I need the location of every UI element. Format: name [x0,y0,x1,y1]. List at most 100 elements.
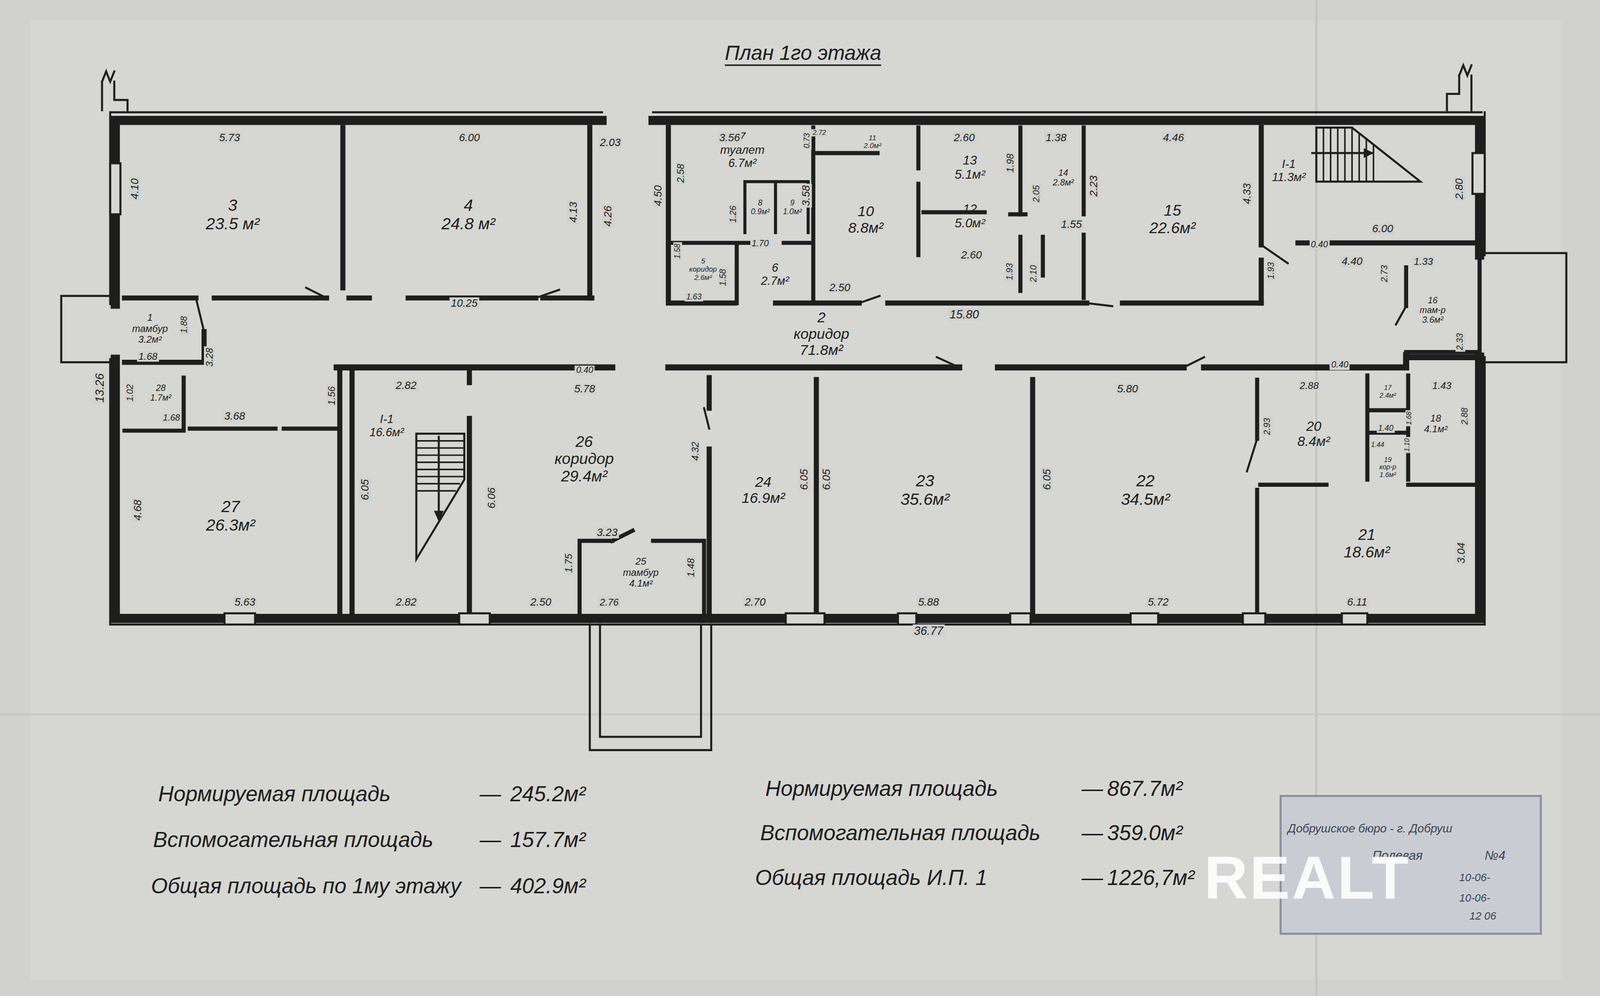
room: 142.8м² [1045,146,1082,210]
room: 62.7м² [738,250,812,300]
dimension-label: 5.73 [217,131,242,144]
dimension-label: 1.56 [326,385,337,407]
dimension-label: 1.68 [161,413,182,424]
dimension-label: 6.06 [485,486,498,511]
room: 2коридор71.8м² [703,304,939,364]
room-area: 3.2м² [138,333,162,345]
room-number: 21 [1358,526,1376,544]
room-number: 1 [147,312,153,323]
room-area: 34.5м² [1121,489,1171,509]
dimension-label: 4.26 [602,204,614,229]
room: 172.4м² [1369,375,1406,408]
dimension-label: 1.40 [1376,424,1395,434]
room-number: 23 [915,471,935,490]
room: 184.1м² [1410,398,1462,450]
room-name: там-р [1419,305,1446,315]
dimension-label: 4.33 [1241,182,1253,206]
stamp-text: 10-06- [1459,892,1491,904]
dimension-label: 2.58 [675,162,686,185]
room: 26коридор29.4м² [474,387,695,531]
watermark: REALT [1204,844,1411,911]
area-summary: Общая площадь И.П. 1 [754,865,988,890]
room-area: 2.7м² [760,274,790,288]
room-area: 2.6м² [694,273,712,282]
dimension-label: 10.25 [449,297,479,310]
room: 1522.6м² [1086,142,1259,296]
dimension-label: 1.68 [136,350,159,362]
room-number: 10 [857,202,874,220]
room-number: 3 [227,195,238,215]
room-number: 5 [700,257,705,266]
room-area: 8.8м² [848,219,884,237]
dimension-label: 1.93 [1005,261,1015,282]
room: 108.8м² [816,163,916,276]
room-area: 4.1м² [1423,423,1448,435]
room-number: 17 [1383,384,1392,392]
dimension-label: 1.63 [684,292,703,302]
dimension-label: 1.58 [718,267,729,288]
dimension-label: 4.68 [131,498,144,523]
dimension-label: 1.98 [1004,152,1016,175]
dimension-label: 36.77 [912,624,945,637]
dimension-label: 15.80 [948,307,981,321]
room-name: тамбур [623,567,659,578]
dimension-label: 6.05 [798,467,810,492]
room-area: 5.0м² [954,216,986,231]
dimension-label: 2.03 [598,136,623,149]
room-area: 11.3м² [1271,170,1306,184]
dimension-label: 1.48 [685,556,697,579]
area-summary: 867.7м² [1106,776,1183,801]
room-number: 9 [790,198,795,208]
room-number: 6 [771,261,778,275]
dimension-label: 4.50 [652,183,664,208]
room-number: 4 [463,195,474,215]
room: 1тамбур3.2м² [114,304,186,354]
stamp-text: 10-06- [1459,871,1491,884]
dimension-label: 2.72 [811,128,828,137]
area-summary: 245.2м² [510,782,586,806]
dimension-label: 1.93 [1266,260,1277,281]
room-number: 22 [1136,471,1155,490]
room: 125.0м² [921,193,1019,239]
stamp-text: 12 06 [1469,910,1497,922]
room-area: 2.0м² [863,141,882,150]
room-area: 26.3м² [205,515,256,534]
dimension-label: 2.80 [1453,176,1466,201]
dimension-label: 6.00 [1370,222,1395,235]
dimension-label: 4.13 [567,200,580,225]
area-summary: Вспомогательная площадь [152,827,434,852]
room: 424.8 м² [349,142,589,286]
room-number: I-1 [1282,157,1296,171]
room: 281.7м² [137,373,184,413]
dimension-label: 0.40 [1309,239,1330,250]
dimension-label: 1.55 [1059,218,1084,231]
room-number: I-1 [379,412,394,426]
room: 112.0м² [829,129,916,154]
room: I-111.3м² [1267,142,1311,199]
dimension-label: 5.88 [916,596,941,608]
room-area: 5.1м² [954,167,986,182]
area-summary: 402.9м² [510,873,586,898]
room: 16там-р3.6м² [1408,270,1458,351]
area-summary: Вспомогательная площадь [760,820,1041,845]
room-name: коридор [793,325,849,343]
area-summary: 157.7м² [510,827,586,852]
dimension-label: 3.56 [717,131,742,144]
room-name: кор-р [1379,463,1397,472]
dimension-label: 2.73 [1379,263,1390,284]
dimension-label: 1.10 [1403,436,1411,453]
dimension-label: 1.44 [1369,441,1386,449]
room: 2726.3м² [124,433,337,597]
room: 7туалет6.7м²80.9м²91.0м² [673,130,812,243]
dimension-label: 4.32 [689,440,701,462]
room: 2234.5м² [1035,387,1256,592]
room-area: 29.4м² [561,467,608,486]
room-area: 1.0м² [782,207,802,217]
dimension-label: 1.70 [750,239,771,249]
area-summary: — [1081,776,1104,801]
room-number: 14 [1058,167,1068,178]
room-number: 20 [1305,418,1322,434]
dimension-label: 4.40 [1340,255,1364,268]
room-name: коридор [554,450,614,468]
